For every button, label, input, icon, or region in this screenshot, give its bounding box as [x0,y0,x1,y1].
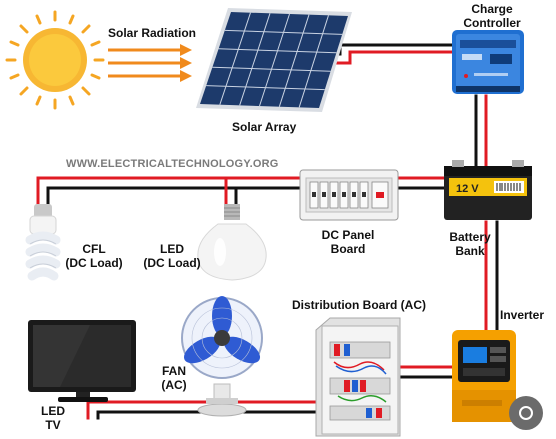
panel-cell-column-line [239,13,271,106]
led-label: LED (DC Load) [140,242,204,270]
radiation-arrows-icon [108,44,192,82]
battery-icon: 12 V [444,160,532,220]
dc-panel-board-label-line2: Board [330,242,366,256]
panel-cell-row-line [224,29,343,35]
wire-dc-loads-pos [36,176,302,208]
battery-voltage-label: 12 V [456,183,479,195]
led-bulb-icon [197,204,267,281]
battery-bank-label: Battery Bank [440,230,500,258]
wiring [36,43,499,420]
charge-controller-icon [452,30,524,94]
panel-cell-row-line [212,66,331,72]
fan-label: FAN (AC) [156,364,192,392]
inverter-icon [452,330,516,422]
fan-label-line1: FAN [162,364,186,378]
solar-array-label: Solar Array [232,120,297,134]
cfl-label-line1: CFL [82,242,106,256]
led-tv-icon [28,320,136,402]
fan-label-line2: (AC) [161,378,187,392]
led-label-line2: (DC Load) [143,256,201,270]
watermark-text: WWW.ELECTRICALTECHNOLOGY.ORG [66,158,279,170]
charge-controller-label: Charge Controller [454,2,530,30]
cfl-label: CFL (DC Load) [62,242,126,270]
panel-cell-column-line [278,14,310,107]
panel-cell-column-line [219,12,251,105]
distribution-board-icon [315,317,401,437]
battery-bank-label-line1: Battery [449,230,491,244]
dc-panel-board-label-line1: DC Panel [321,228,375,242]
led-label-line1: LED [160,242,184,256]
sun-icon [5,10,105,110]
cfl-bulb-icon [25,204,61,281]
led-tv-label-line1: LED [41,404,65,418]
fan-icon [181,296,263,417]
charge-controller-label-line1: Charge [471,2,513,16]
lens-search-icon[interactable] [509,396,543,430]
led-tv-label: LED TV [38,404,68,432]
battery-bank-label-line2: Bank [455,244,485,258]
led-tv-label-line2: TV [45,418,61,432]
charge-controller-label-line2: Controller [463,16,521,30]
wire-ac-loads-neg [96,410,324,420]
panel-cell-column-line [298,15,329,108]
panel-cell-row-line [218,48,337,54]
distribution-board-label: Distribution Board (AC) [292,298,426,312]
inverter-label: Inverter [500,308,545,322]
cfl-label-line2: (DC Load) [65,256,123,270]
dc-panel-board-icon [299,169,399,221]
panel-cell-row-line [206,85,325,91]
dc-panel-board-label: DC Panel Board [312,228,384,256]
panel-cell-column-line [259,13,290,107]
solar-panel-icon [196,8,352,112]
solar-radiation-label: Solar Radiation [108,26,197,40]
wire-dc-loads-neg [46,186,302,208]
